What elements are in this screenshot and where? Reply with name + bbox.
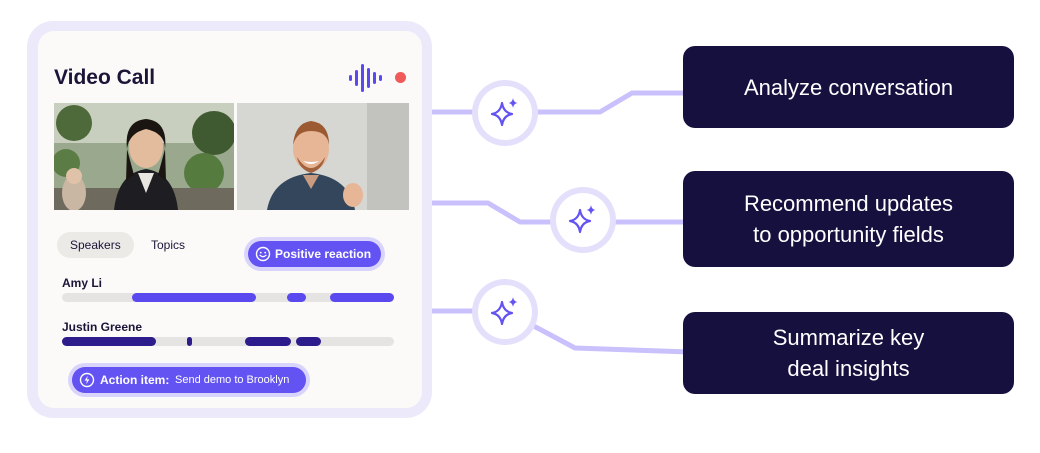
action-item-badge[interactable]: Action item: Send demo to Brooklyn: [72, 367, 306, 393]
tab-speakers[interactable]: Speakers: [57, 232, 134, 258]
smiley-icon: [255, 246, 271, 262]
speech-segment: [245, 337, 291, 346]
video-tile-amy[interactable]: [54, 103, 234, 210]
feature-line: Summarize key: [772, 325, 925, 350]
audio-waveform-icon: [349, 64, 382, 92]
participant-photo-man: [237, 103, 409, 210]
participant-photo-woman: [54, 103, 234, 210]
tab-topics[interactable]: Topics: [151, 238, 186, 252]
speaker-name-amy: Amy Li: [62, 276, 103, 290]
sparkle-node-3: [478, 285, 532, 339]
speech-segment: [296, 337, 321, 346]
positive-reaction-badge[interactable]: Positive reaction: [248, 241, 381, 267]
sparkle-icon: [568, 205, 596, 234]
feature-analyze-conversation: Analyze conversation: [683, 46, 1014, 128]
feature-line: Recommend updates: [743, 191, 954, 216]
feature-recommend-updates: Recommend updates to opportunity fields: [683, 171, 1014, 267]
sparkle-icon: [490, 98, 518, 127]
sparkle-node-1: [478, 86, 532, 140]
video-tile-justin[interactable]: [237, 103, 409, 210]
speech-segment: [187, 337, 192, 346]
positive-reaction-label: Positive reaction: [275, 247, 372, 261]
feature-line: deal insights: [787, 356, 910, 381]
speaker-timeline-justin[interactable]: [62, 337, 394, 346]
speech-segment: [132, 293, 256, 302]
feature-line: to opportunity fields: [753, 222, 944, 247]
speaker-name-justin: Justin Greene: [62, 320, 143, 334]
video-call-title: Video Call: [54, 66, 156, 89]
sparkle-node-2: [556, 193, 610, 247]
action-item-prefix: Action item:: [100, 373, 170, 387]
recording-dot-icon: [395, 72, 406, 83]
sparkle-icon: [490, 297, 518, 326]
feature-summarize-insights: Summarize key deal insights: [683, 312, 1014, 394]
connector-line-3: [421, 308, 693, 355]
speech-segment: [330, 293, 394, 302]
speech-segment: [287, 293, 306, 302]
connector-line-1: [421, 90, 693, 115]
action-item-text: Send demo to Brooklyn: [175, 374, 290, 386]
lightning-icon: [79, 372, 95, 388]
speaker-timeline-amy[interactable]: [62, 293, 394, 302]
feature-line: Analyze conversation: [743, 74, 954, 100]
speech-segment: [62, 337, 156, 346]
